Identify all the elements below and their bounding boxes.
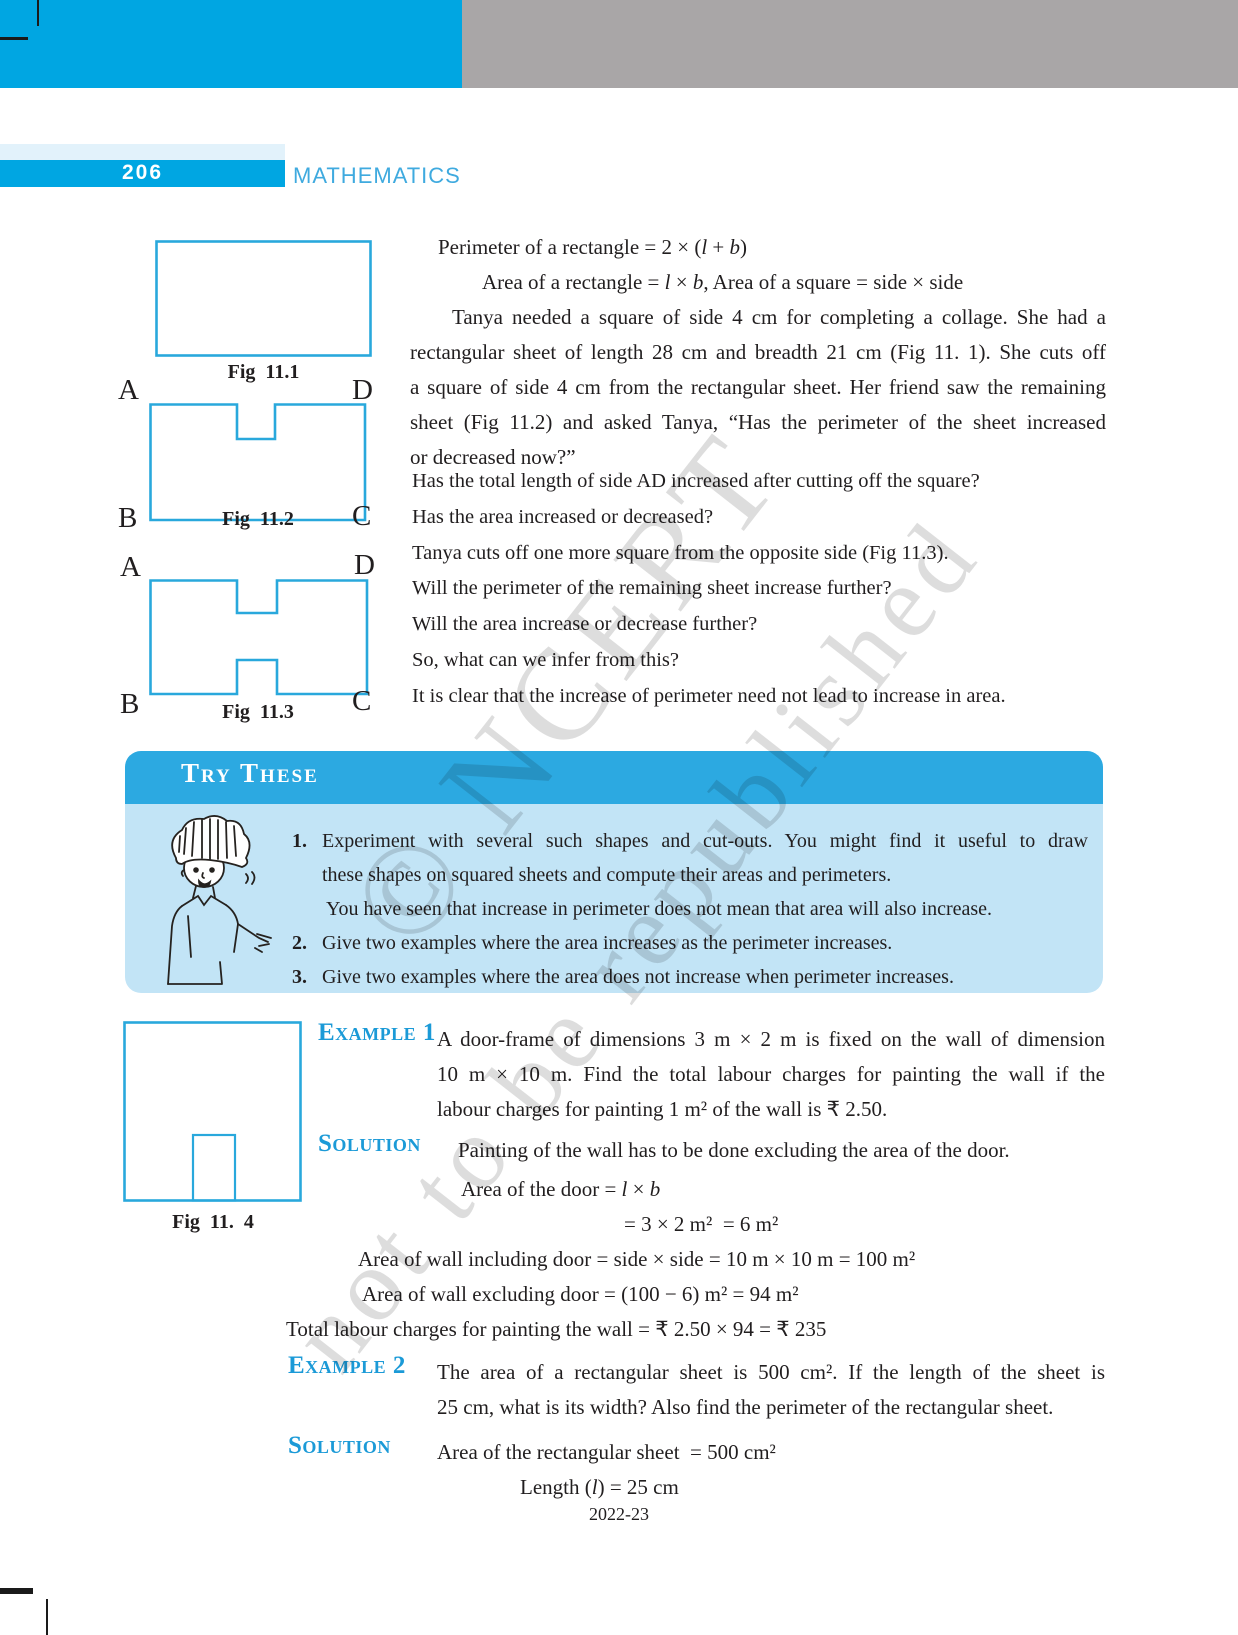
door-rect	[191, 1133, 237, 1202]
example-1-text-line: A door-frame of dimensions 3 m × 2 m is …	[437, 1027, 1105, 1051]
fig-11-2-corner-d: D	[352, 374, 373, 406]
fig-11-1-rectangle	[155, 240, 372, 357]
chapter-running-head: MATHEMATICS	[293, 163, 461, 188]
intro-paragraph-line: or decreased now?”	[410, 445, 576, 469]
example-1-text-line: 10 m × 10 m. Find the total labour charg…	[437, 1062, 1105, 1086]
var-l: l	[701, 235, 708, 259]
question-line: Tanya cuts off one more square from the …	[412, 542, 949, 564]
page-number-strip	[0, 160, 285, 187]
formula-seg: Perimeter of a rectangle = 2 × (	[438, 235, 702, 259]
fig-11-3-corner-a: A	[120, 551, 141, 583]
var-l: l	[621, 1177, 628, 1201]
fig-11-3-corner-d: D	[354, 549, 375, 581]
fig-11-4-wall-with-door	[123, 1021, 302, 1202]
fig-11-3-corner-c: C	[352, 685, 372, 717]
fig-11-1-caption: Fig 11.1	[227, 361, 300, 383]
formula-area-rectangle: Area of a rectangle = l × b, Area of a s…	[482, 265, 963, 299]
formula-seg: Area of the door =	[461, 1177, 622, 1201]
formula-seg: +	[707, 235, 730, 259]
question-line: Will the area increase or decrease furth…	[412, 613, 758, 635]
formula-perimeter-rectangle: Perimeter of a rectangle = 2 × (l + b)	[438, 230, 747, 264]
length-line: Length (l) = 25 cm	[520, 1470, 679, 1504]
var-b: b	[649, 1177, 661, 1201]
solution-2-text: Area of the rectangular sheet = 500 cm²	[437, 1440, 776, 1464]
pointing-boy-illustration	[167, 815, 272, 985]
try-these-title: Try These	[181, 758, 319, 788]
fig-11-2-corner-c: C	[352, 500, 372, 532]
door-area-formula: Area of the door = l × b	[461, 1172, 660, 1206]
var-b: b	[729, 235, 741, 259]
question-line: Has the area increased or decreased?	[412, 506, 714, 528]
try-these-header	[125, 751, 1103, 804]
try-these-item-3-number: 3.	[292, 966, 307, 988]
solution-1-text: Painting of the wall has to be done excl…	[458, 1138, 1010, 1162]
fig-11-2-caption: Fig 11.2	[222, 508, 294, 530]
formula-seg: Length (	[520, 1475, 592, 1499]
conclusion-line: It is clear that the increase of perimet…	[412, 685, 1006, 707]
question-line: Will the perimeter of the remaining shee…	[412, 577, 892, 599]
page-number-strip-shadow	[0, 144, 285, 160]
try-these-item-1-number: 1.	[292, 830, 307, 852]
crop-mark-bottom-horizontal	[0, 1588, 33, 1594]
solution-1-label: Solution	[318, 1130, 421, 1157]
try-these-item-1-line: Experiment with several such shapes and …	[322, 830, 1088, 852]
crop-mark-top-horizontal	[0, 37, 28, 40]
var-l: l	[591, 1475, 598, 1499]
formula-seg: ) = 25 cm	[597, 1475, 679, 1499]
try-these-item-1-line: these shapes on squared sheets and compu…	[322, 864, 892, 886]
door-area-calculation: = 3 × 2 m² = 6 m²	[624, 1212, 779, 1236]
fig-11-2-corner-a: A	[118, 374, 139, 406]
fig-11-2-notched-rectangle	[149, 403, 367, 522]
crop-mark-bottom-vertical	[46, 1599, 48, 1635]
example-number: 2	[392, 1352, 406, 1379]
try-these-body	[125, 804, 1103, 993]
intro-paragraph-line: a square of side 4 cm from the rectangul…	[410, 375, 1106, 399]
try-these-item-3-text: Give two examples where the area does no…	[322, 966, 954, 988]
intro-paragraph-line: Tanya needed a square of side 4 cm for c…	[452, 305, 1106, 329]
formula-seg: ×	[627, 1177, 650, 1201]
page-number: 206	[121, 161, 164, 184]
example-number: 1	[422, 1019, 436, 1046]
fig-11-3-corner-b: B	[120, 688, 140, 720]
fig-11-3-caption: Fig 11.3	[222, 701, 294, 723]
example-2-label: Example 2	[288, 1352, 406, 1380]
try-these-item-2-number: 2.	[292, 932, 307, 954]
try-these-item-1-note: You have seen that increase in perimeter…	[326, 898, 993, 920]
fig-11-4-caption: Fig 11. 4	[172, 1211, 254, 1233]
total-labour-charges: Total labour charges for painting the wa…	[286, 1317, 827, 1341]
example-word: Example	[288, 1352, 387, 1379]
footer-year: 2022-23	[589, 1504, 649, 1524]
intro-paragraph-line: sheet (Fig 11.2) and asked Tanya, “Has t…	[410, 410, 1106, 434]
example-2-text-line: The area of a rectangular sheet is 500 c…	[437, 1360, 1105, 1384]
header-gray-band	[462, 0, 1238, 88]
example-2-text-line: 25 cm, what is its width? Also find the …	[437, 1395, 1054, 1419]
intro-paragraph-line: rectangular sheet of length 28 cm and br…	[410, 340, 1106, 364]
formula-seg: Area of a rectangle =	[482, 270, 665, 294]
fig-11-3-double-notched-rectangle	[149, 579, 369, 696]
example-1-label: Example 1	[318, 1019, 436, 1047]
question-line: So, what can we infer from this?	[412, 649, 679, 671]
crop-mark-top-vertical	[37, 0, 39, 26]
formula-seg: ×	[670, 270, 693, 294]
formula-seg: )	[740, 235, 748, 259]
formula-seg: , Area of a square = side × side	[703, 270, 964, 294]
example-1-text-line: labour charges for painting 1 m² of the …	[437, 1097, 888, 1121]
solution-2-label: Solution	[288, 1432, 391, 1459]
var-l: l	[664, 270, 671, 294]
header-blue-band	[0, 0, 462, 88]
fig-11-2-corner-b: B	[118, 502, 138, 534]
wall-area-including-door: Area of wall including door = side × sid…	[358, 1247, 916, 1271]
wall-area-excluding-door: Area of wall excluding door = (100 − 6) …	[362, 1282, 799, 1306]
try-these-item-2-text: Give two examples where the area increas…	[322, 932, 893, 954]
question-line: Has the total length of side AD increase…	[412, 470, 980, 492]
var-b: b	[692, 270, 704, 294]
example-word: Example	[318, 1019, 417, 1046]
